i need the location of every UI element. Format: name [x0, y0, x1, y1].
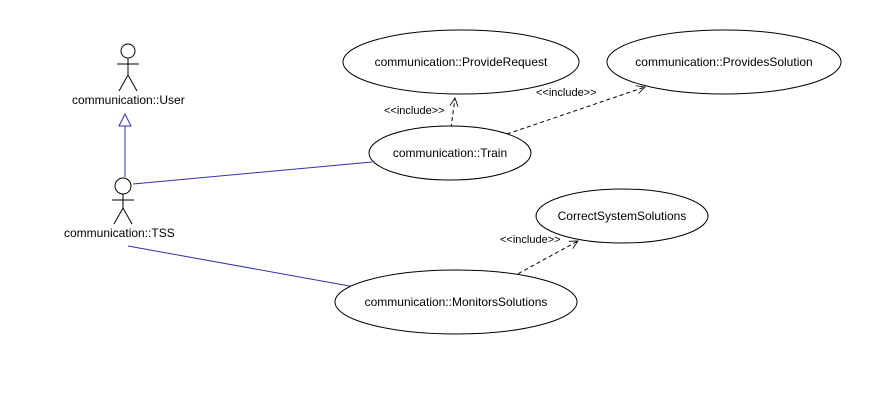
actor-user[interactable]: communication::User: [72, 43, 185, 107]
use-case-monitors-solutions[interactable]: communication::MonitorsSolutions: [334, 269, 578, 335]
include-label-correct-system-solutions: <<include>>: [500, 234, 561, 246]
use-case-correct-system-solutions-shape: [535, 188, 709, 244]
actor-user-label: communication::User: [72, 93, 185, 107]
actor-tss-label: communication::TSS: [64, 226, 175, 240]
association-line-tss-monitors-solutions: [127, 245, 356, 288]
include-label-provides-solution: <<include>>: [536, 87, 597, 99]
use-case-provide-request-shape: [342, 29, 580, 95]
relationships: [118, 87, 645, 288]
use-case-train-label: communication::Train: [393, 146, 507, 160]
association-line-tss-train: [132, 161, 373, 185]
use-case-correct-system-solutions[interactable]: CorrectSystemSolutions: [535, 188, 709, 244]
use-case-monitors-solutions-shape: [334, 269, 578, 335]
actor-tss[interactable]: communication::TSS: [64, 177, 175, 240]
actor-tss-figure: [112, 177, 134, 225]
use-case-provides-solution[interactable]: communication::ProvidesSolution: [606, 29, 842, 95]
include-label-provide-request: <<include>>: [384, 105, 445, 117]
use-case-provide-request-label: communication::ProvideRequest: [375, 55, 548, 69]
include-line-train-provides-solution: [506, 87, 645, 135]
use-case-provides-solution-shape: [606, 29, 842, 95]
use-case-provide-request[interactable]: communication::ProvideRequest: [342, 29, 580, 95]
generalization-arrowhead: [118, 112, 132, 127]
include-line-train-provide-request: [451, 98, 455, 129]
actor-user-figure: [117, 43, 139, 92]
use-case-monitors-solutions-label: communication::MonitorsSolutions: [365, 295, 548, 309]
use-case-train-shape: [368, 125, 532, 181]
use-case-train[interactable]: communication::Train: [368, 125, 532, 181]
use-case-correct-system-solutions-label: CorrectSystemSolutions: [558, 209, 687, 223]
include-line-monitors-correct: [511, 241, 578, 278]
use-case-provides-solution-label: communication::ProvidesSolution: [635, 55, 812, 69]
